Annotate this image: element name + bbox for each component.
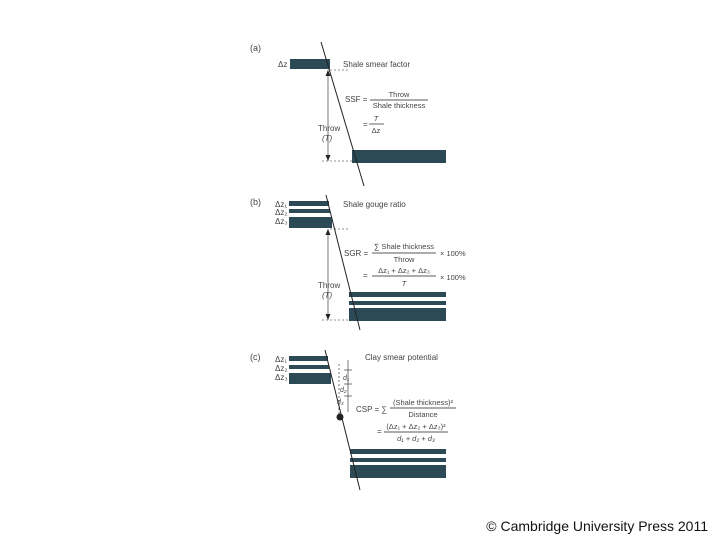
panel-a-title: Shale smear factor [343,60,410,69]
measure-point [336,413,344,421]
panel-a: (a) Δz Shale smear factor SSF = Throw Sh… [250,41,446,187]
sgr-denominator: Throw [394,255,415,264]
shale-bed-2-upper [289,365,329,369]
dz3-label: Δz₃ [275,217,288,226]
throw-arrow-head-down [325,314,331,320]
fault-line [324,349,361,491]
csp-denominator: Distance [408,410,437,419]
csp-d-denominator: d₁ + d₂ + d₃ [397,434,435,443]
ssf-dz-denominator: Δz [372,126,381,135]
panel-b: (b) Δz₁ Δz₂ Δz₃ Shale gouge ratio SGR = … [250,194,466,331]
dz1-label: Δz₁ [275,355,287,364]
panel-a-letter: (a) [250,43,261,53]
dz2-label: Δz₂ [275,208,287,217]
shale-bed-3-lower [349,308,446,321]
sgr-percent-2: × 100% [440,273,466,282]
ssf-label: SSF = [345,95,368,104]
dz3-label: Δz₃ [275,373,288,382]
shale-bed-3-upper [289,217,332,228]
sgr-dz-numerator: Δz₁ + Δz₂ + Δz₃ [378,266,430,275]
shale-bed-3-lower [350,465,446,478]
throw-label: Throw [318,124,340,133]
shale-bed-1-lower [350,449,446,454]
panel-c: (c) Δz₁ Δz₂ Δz₃ Clay smear potential d₁ … [250,349,456,491]
csp-label: CSP = ∑ [356,405,387,414]
sgr-equals: = [363,271,368,280]
d1-label: d₁ [343,375,350,382]
d3-label: d₃ [337,399,344,406]
panel-b-letter: (b) [250,197,261,207]
ssf-numerator: Throw [389,90,410,99]
shale-bed-3-upper [289,373,331,384]
sgr-label: SGR = [344,249,369,258]
shale-bed-2-upper [289,209,330,213]
throw-arrow-head-down [325,155,331,161]
csp-numerator: (Shale thickness)² [393,398,454,407]
throw-arrow-head-up [325,70,331,76]
panel-b-title: Shale gouge ratio [343,200,406,209]
copyright-notice: © Cambridge University Press 2011 [486,518,708,534]
fault-line [320,41,365,187]
dz1-label: Δz₁ [275,200,287,209]
shale-bed-upper [290,59,330,69]
ssf-denominator: Shale thickness [373,101,426,110]
ssf-equals: = [363,120,368,129]
d2-label: d₂ [340,387,347,394]
throw-label: Throw [318,281,340,290]
panel-c-title: Clay smear potential [365,353,438,362]
throw-t-label: (T) [322,134,333,143]
sgr-percent: × 100% [440,249,466,258]
shale-bed-1-lower [349,292,446,297]
shale-bed-2-lower [349,301,446,305]
sgr-t-denominator: T [402,279,408,288]
csp-equals: = [377,427,382,436]
dz2-label: Δz₂ [275,364,287,373]
shale-bed-1-upper [289,201,329,206]
ssf-t-numerator: T [374,114,380,123]
sgr-numerator: ∑ Shale thickness [374,242,434,251]
shale-bed-1-upper [289,356,328,361]
dz-label: Δz [278,60,287,69]
throw-t-label: (T) [322,291,333,300]
shale-bed-2-lower [350,458,446,462]
fault-line [325,194,361,331]
throw-arrow-head-up [325,229,331,235]
panel-c-letter: (c) [250,352,261,362]
shale-bed-lower [352,150,446,163]
csp-dz-numerator: (Δz₁ + Δz₂ + Δz₃)² [386,422,446,431]
